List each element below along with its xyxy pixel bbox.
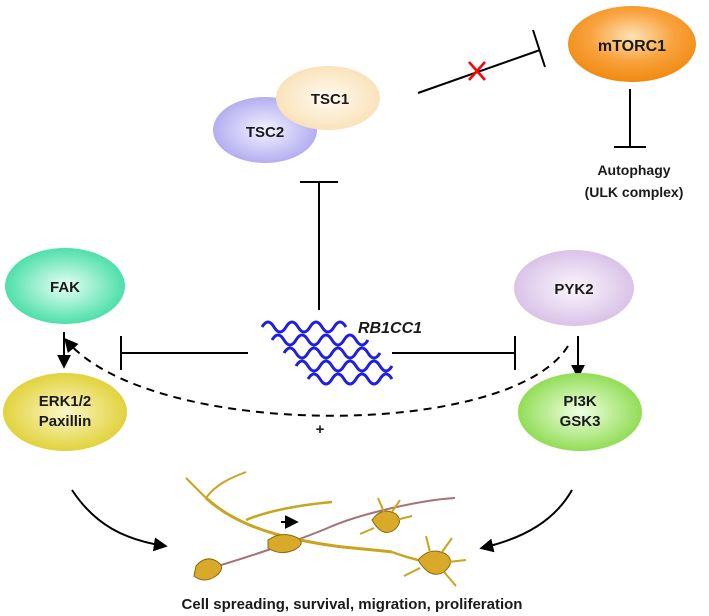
pyk2-node bbox=[514, 250, 634, 326]
tsc1-node bbox=[276, 66, 380, 130]
erk-paxillin-node bbox=[3, 373, 127, 451]
tsc2-label: TSC2 bbox=[246, 124, 284, 141]
rb1cc1-rna-icon bbox=[260, 320, 394, 386]
outcome-caption: Cell spreading, survival, migration, pro… bbox=[182, 596, 523, 613]
rb1cc1-label: RB1CC1 bbox=[358, 320, 422, 337]
blocked-cross-icon bbox=[468, 61, 486, 81]
pyk2-label: PYK2 bbox=[554, 281, 593, 298]
feedback-sign: + bbox=[316, 421, 325, 438]
pi3k-gsk3-node bbox=[518, 373, 642, 451]
fak-label: FAK bbox=[50, 279, 80, 296]
erk-label-line2: Paxillin bbox=[39, 413, 92, 430]
mtorc1-node bbox=[568, 6, 696, 82]
mtorc1-label: mTORC1 bbox=[598, 38, 666, 55]
fak-node bbox=[5, 248, 125, 324]
autophagy-label-line2: (ULK complex) bbox=[585, 184, 684, 200]
tsc-mtorc1-inhibition-bar bbox=[532, 29, 546, 68]
pi3k-label-line2: GSK3 bbox=[560, 413, 601, 430]
erk-outcome-arrow bbox=[71, 489, 168, 552]
autophagy-label-line1: Autophagy bbox=[597, 162, 670, 178]
pyk2-fak-feedback-arrow bbox=[64, 337, 569, 417]
pi3k-label-line1: PI3K bbox=[563, 393, 597, 410]
migrating-neurons-illustration bbox=[178, 465, 468, 590]
erk-label-line1: ERK1/2 bbox=[39, 393, 92, 410]
tsc1-label: TSC1 bbox=[311, 91, 349, 108]
pi3k-outcome-arrow bbox=[479, 489, 573, 553]
